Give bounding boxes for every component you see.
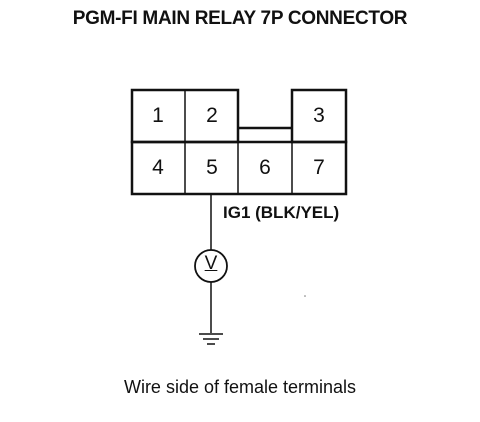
- voltmeter-symbol: V: [204, 253, 218, 274]
- terminal-7: 7: [313, 156, 325, 179]
- speck-mark: [304, 295, 306, 297]
- diagram-caption: Wire side of female terminals: [123, 377, 357, 397]
- terminal-6: 6: [259, 156, 271, 179]
- connector-dividers: [184, 90, 293, 194]
- ground-icon: [199, 333, 223, 345]
- terminal-4: 4: [152, 156, 164, 179]
- terminal-2: 2: [206, 104, 218, 127]
- terminal-5: 5: [206, 156, 218, 179]
- diagram-title: PGM-FI MAIN RELAY 7P CONNECTOR: [72, 8, 408, 29]
- terminal-3: 3: [313, 104, 325, 127]
- connector-bottom-frame: [130, 140, 348, 196]
- terminal-1: 1: [152, 104, 164, 127]
- wire-label: IG1 (BLK/YEL): [223, 203, 340, 222]
